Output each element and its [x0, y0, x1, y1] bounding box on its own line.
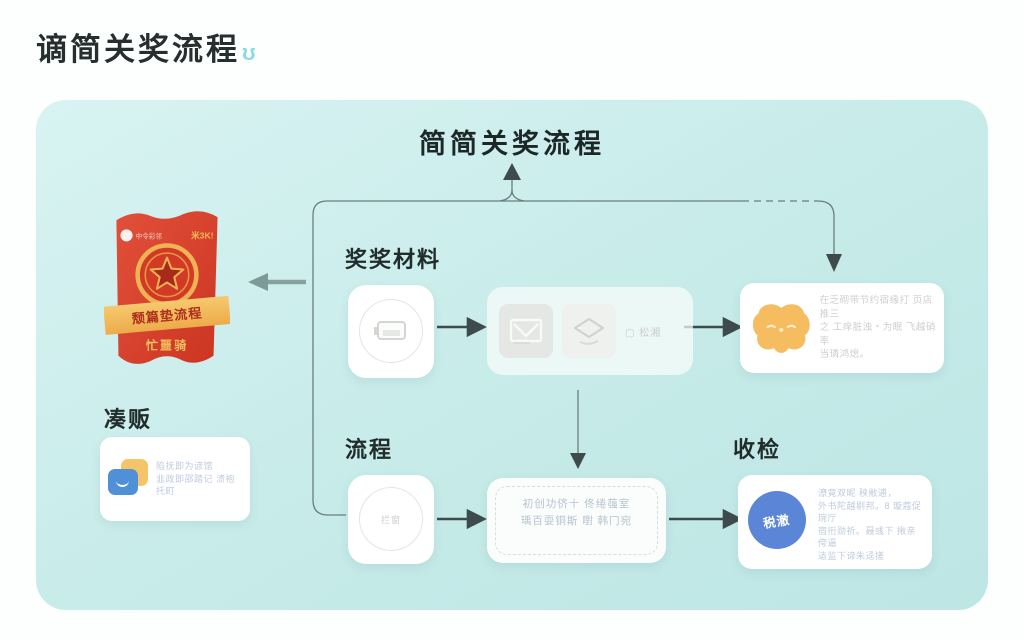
step-box-process-1[interactable]: 拦窗 [348, 475, 434, 564]
badge-logo-text: 中令彩邻 [136, 231, 163, 240]
process-circle-icon: 拦窗 [359, 487, 423, 551]
box-c-text: 在乏砌带节约宿缘打 页店 推三 之 工痒脏浊・为眠 飞越硝率 当璘鸿熄。 [819, 295, 936, 361]
step-box-materials-3[interactable]: 在乏砌带节约宿缘打 页店 推三 之 工痒脏浊・为眠 飞越硝率 当璘鸿熄。 [740, 283, 944, 373]
left-card-text: 陷抚即为谚馆 韭政即邵踏记 溃袍 托町 [156, 461, 236, 497]
left-info-card[interactable]: 陷抚即为谚馆 韭政即邵踏记 溃袍 托町 [100, 437, 250, 521]
badge-star-icon [149, 256, 185, 290]
badge-ribbon: 颓篇垫流程 [104, 295, 230, 335]
box-e-text: 初创功侪十 佟绻蔃室 瑀百耍铜斯 嚉 韩冂宛 [520, 498, 633, 527]
receive-circle-badge: 税澈 [748, 491, 806, 549]
left-card-label: 凑贩 [104, 407, 153, 432]
materials-label: 奖奖材料 [345, 247, 442, 272]
step-box-process-2[interactable]: 初创功侪十 佟绻蔃室 瑀百耍铜斯 嚉 韩冂宛 [487, 478, 666, 563]
box-f-circle-text: 税澈 [762, 512, 792, 531]
battery-card-icon [374, 321, 406, 340]
sync-tile [562, 304, 616, 358]
butterfly-sticker-icon [753, 304, 810, 353]
badge-ribbon-text: 颓篇垫流程 [131, 304, 203, 326]
box-d-text: 拦窗 [380, 514, 401, 525]
diagram-title: 简简关奖流程 [419, 129, 605, 159]
process-label: 流程 [345, 437, 394, 462]
badge-corner-text: 米3K! [191, 229, 214, 240]
badge-emblem-inner-ring [144, 252, 190, 298]
step-box-materials-2[interactable]: ▢ 松湘 [487, 287, 693, 375]
sprout-icon: ʊ [242, 40, 256, 65]
envelope-icon [509, 318, 543, 344]
dashed-border [495, 486, 658, 555]
step-box-materials-1[interactable] [348, 285, 434, 378]
prize-badge: 中令彩邻 米3K! 颓篇垫流程 忙噩骑 [104, 211, 230, 364]
page-title: 谪简关奖流程 [36, 32, 240, 67]
wallet-icon [108, 458, 150, 500]
receive-label: 收检 [733, 437, 782, 462]
badge-bottom-text: 忙噩骑 [146, 338, 188, 353]
diamond-arrows-icon [573, 317, 605, 345]
envelope-tile [499, 304, 553, 358]
box-b-caption: ▢ 松湘 [625, 327, 662, 339]
box-f-text: 潦竟双昵 秧敝逋， 外书陀越剔邦。8 璇蔻促琬厅 宿衎勋祈。聂彧下 揪亲侉逼 迲… [818, 488, 922, 561]
card-slot-icon [359, 299, 423, 363]
step-box-receive[interactable]: 税澈 潦竟双昵 秧敝逋， 外书陀越剔邦。8 璇蔻促琬厅 宿衎勋祈。聂彧下 揪亲侉… [738, 475, 932, 569]
badge-logo-icon [120, 229, 133, 242]
